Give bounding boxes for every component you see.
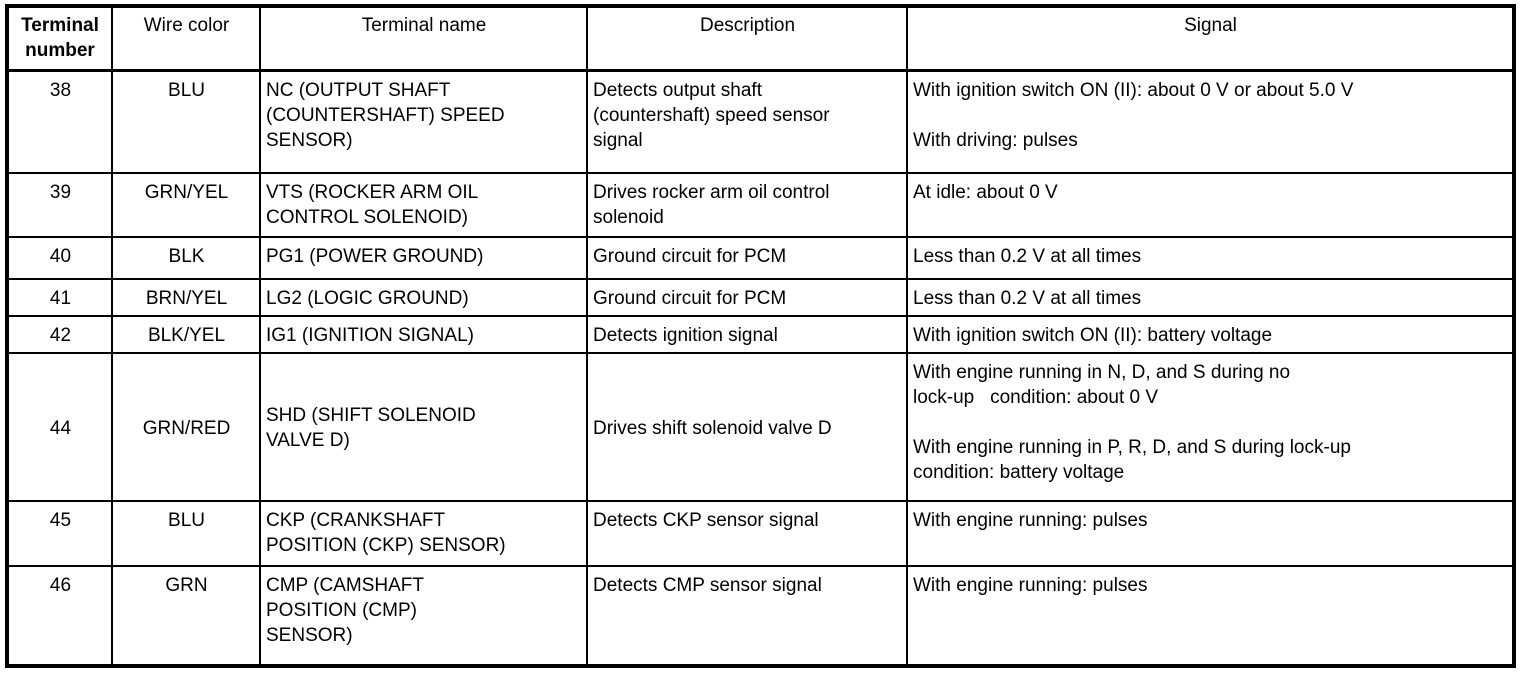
- table-row: 40 BLK PG1 (POWER GROUND) Ground circuit…: [6, 236, 1515, 280]
- cell-terminal-number: 41: [6, 278, 113, 317]
- table-row: 45 BLU CKP (CRANKSHAFT POSITION (CKP) SE…: [6, 500, 1515, 567]
- cell-description: Ground circuit for PCM: [586, 236, 908, 280]
- cell-wire-color: GRN/RED: [111, 352, 261, 502]
- cell-terminal-number: 46: [6, 565, 113, 667]
- cell-signal: With engine running: pulses: [906, 500, 1515, 567]
- terminal-description-table: Terminal number Wire color Terminal name…: [5, 4, 1516, 668]
- cell-terminal-number: 39: [6, 172, 113, 238]
- table-row: 42 BLK/YEL IG1 (IGNITION SIGNAL) Detects…: [6, 315, 1515, 354]
- cell-terminal-name: PG1 (POWER GROUND): [259, 236, 588, 280]
- cell-terminal-name: NC (OUTPUT SHAFT (COUNTERSHAFT) SPEED SE…: [259, 69, 588, 174]
- cell-description: Detects CKP sensor signal: [586, 500, 908, 567]
- cell-terminal-number: 44: [6, 352, 113, 502]
- cell-description: Detects ignition signal: [586, 315, 908, 354]
- cell-terminal-number: 42: [6, 315, 113, 354]
- cell-wire-color: GRN: [111, 565, 261, 667]
- cell-wire-color: BLU: [111, 500, 261, 567]
- table-header-row: Terminal number Wire color Terminal name…: [6, 5, 1515, 72]
- cell-signal: At idle: about 0 V: [906, 172, 1515, 238]
- cell-signal: With ignition switch ON (II): battery vo…: [906, 315, 1515, 354]
- header-description: Description: [586, 5, 908, 72]
- header-terminal-number: Terminal number: [6, 5, 113, 72]
- cell-signal: Less than 0.2 V at all times: [906, 278, 1515, 317]
- cell-terminal-name: SHD (SHIFT SOLENOID VALVE D): [259, 352, 588, 502]
- cell-signal: With engine running in N, D, and S durin…: [906, 352, 1515, 502]
- cell-terminal-name: VTS (ROCKER ARM OIL CONTROL SOLENOID): [259, 172, 588, 238]
- cell-signal: With ignition switch ON (II): about 0 V …: [906, 69, 1515, 174]
- header-signal: Signal: [906, 5, 1515, 72]
- cell-description: Drives rocker arm oil control solenoid: [586, 172, 908, 238]
- cell-terminal-name: CMP (CAMSHAFT POSITION (CMP) SENSOR): [259, 565, 588, 667]
- cell-wire-color: BLK: [111, 236, 261, 280]
- table-row: 38 BLU NC (OUTPUT SHAFT (COUNTERSHAFT) S…: [6, 69, 1515, 174]
- cell-wire-color: BLU: [111, 69, 261, 174]
- cell-terminal-number: 38: [6, 69, 113, 174]
- cell-signal: With engine running: pulses: [906, 565, 1515, 667]
- table-row: 41 BRN/YEL LG2 (LOGIC GROUND) Ground cir…: [6, 278, 1515, 317]
- header-terminal-name: Terminal name: [259, 5, 588, 72]
- table-row: 46 GRN CMP (CAMSHAFT POSITION (CMP) SENS…: [6, 565, 1515, 667]
- header-wire-color: Wire color: [111, 5, 261, 72]
- cell-description: Detects CMP sensor signal: [586, 565, 908, 667]
- cell-description: Ground circuit for PCM: [586, 278, 908, 317]
- cell-terminal-name: CKP (CRANKSHAFT POSITION (CKP) SENSOR): [259, 500, 588, 567]
- cell-terminal-name: IG1 (IGNITION SIGNAL): [259, 315, 588, 354]
- table-row: 39 GRN/YEL VTS (ROCKER ARM OIL CONTROL S…: [6, 172, 1515, 238]
- cell-terminal-number: 45: [6, 500, 113, 567]
- cell-description: Detects output shaft (countershaft) spee…: [586, 69, 908, 174]
- table-row: 44 GRN/RED SHD (SHIFT SOLENOID VALVE D) …: [6, 352, 1515, 502]
- cell-wire-color: BLK/YEL: [111, 315, 261, 354]
- cell-signal: Less than 0.2 V at all times: [906, 236, 1515, 280]
- cell-wire-color: GRN/YEL: [111, 172, 261, 238]
- cell-wire-color: BRN/YEL: [111, 278, 261, 317]
- cell-description: Drives shift solenoid valve D: [586, 352, 908, 502]
- cell-terminal-number: 40: [6, 236, 113, 280]
- cell-terminal-name: LG2 (LOGIC GROUND): [259, 278, 588, 317]
